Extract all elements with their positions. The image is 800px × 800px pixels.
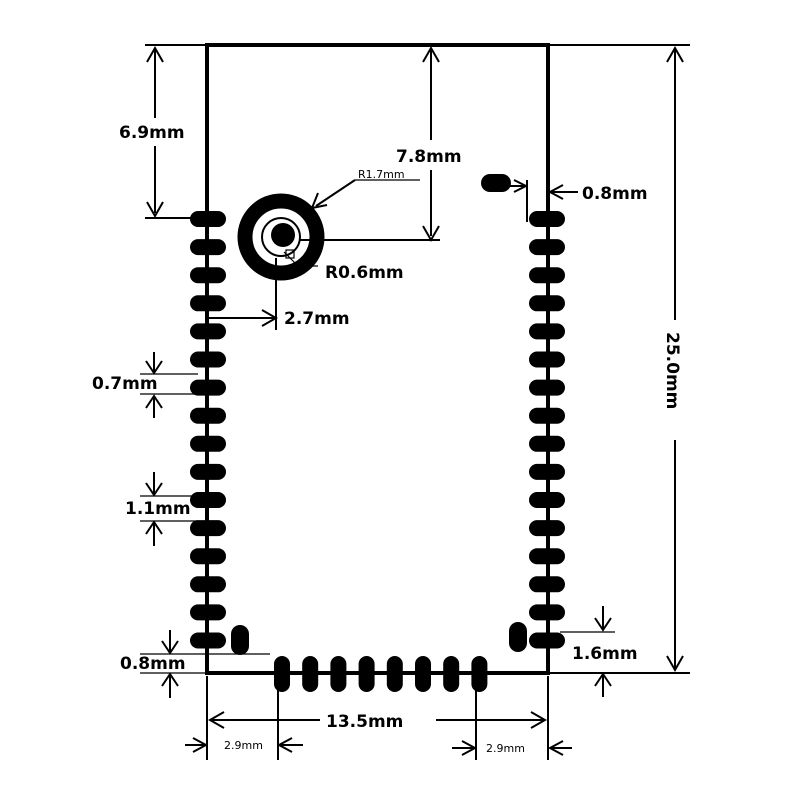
- left-pad: [190, 267, 226, 284]
- label-13-5mm: 13.5mm: [326, 712, 403, 732]
- right-pad: [529, 267, 565, 284]
- left-pad: [190, 463, 226, 480]
- left-pad: [190, 435, 226, 452]
- dim-top-to-hole-center: 7.8mm: [300, 45, 462, 243]
- right-pad: [529, 435, 565, 452]
- right-pad: [529, 492, 565, 508]
- dim-right-bottom-offset: 1.6mm: [550, 606, 638, 697]
- dim-left-to-hole-center: 2.7mm: [209, 258, 350, 330]
- left-pad: [190, 520, 226, 537]
- label-0-8mm-right: 0.8mm: [582, 184, 648, 204]
- left-pad: [190, 323, 226, 340]
- right-pad: [529, 632, 565, 649]
- label-1-6mm: 1.6mm: [572, 644, 638, 664]
- dim-pad-pitch: 1.1mm: [125, 472, 198, 546]
- right-pad: [529, 604, 565, 621]
- left-pad: [190, 548, 226, 565]
- bottom-pad: [302, 656, 319, 692]
- right-pad: [529, 379, 565, 396]
- label-25-0mm: 25.0mm: [662, 332, 682, 409]
- label-2-9mm-right: 2.9mm: [486, 742, 525, 755]
- left-pad: [190, 295, 226, 312]
- right-pad: [529, 211, 565, 227]
- dim-bottom-right-inset: 2.9mm: [452, 690, 572, 760]
- bottom-pad: [274, 656, 290, 692]
- bottom-pad: [358, 656, 375, 692]
- bottom-pad: [386, 656, 403, 692]
- left-pad: [190, 576, 226, 593]
- label-r0-6mm: R0.6mm: [325, 263, 404, 283]
- right-pad: [529, 520, 565, 537]
- left-pad: [190, 407, 226, 424]
- mounting-hole: [237, 193, 325, 281]
- dim-module-width: 13.5mm: [206, 676, 549, 760]
- bottom-pad-row: [274, 656, 488, 692]
- right-pad: [529, 351, 565, 368]
- bottom-pad: [415, 656, 431, 692]
- label-0-8mm-bottom: 0.8mm: [120, 654, 186, 674]
- dim-bottom-left-inset: 2.9mm: [185, 690, 303, 760]
- label-0-7mm: 0.7mm: [92, 374, 158, 394]
- bottom-left-corner-pad: [231, 625, 249, 655]
- label-7-8mm: 7.8mm: [396, 147, 462, 167]
- right-pad: [529, 463, 565, 480]
- label-2-9mm-left: 2.9mm: [224, 739, 263, 752]
- left-pad: [190, 604, 226, 621]
- dim-hole-inner-radius: R0.6mm: [283, 249, 404, 283]
- label-6-9mm: 6.9mm: [119, 123, 185, 143]
- dim-pad-width: 0.7mm: [92, 352, 198, 418]
- right-pad: [529, 323, 565, 340]
- label-2-7mm: 2.7mm: [284, 309, 350, 329]
- left-pad: [190, 211, 226, 227]
- left-pad-row: [190, 211, 226, 649]
- right-pad: [529, 295, 565, 312]
- label-r1-7mm: R1.7mm: [358, 168, 405, 181]
- label-1-1mm: 1.1mm: [125, 499, 191, 519]
- bottom-pad: [443, 656, 460, 692]
- bottom-right-corner-pad: [509, 622, 527, 652]
- left-pad: [190, 492, 226, 508]
- left-pad: [190, 632, 226, 649]
- dim-top-to-first-pad: 6.9mm: [119, 44, 207, 219]
- dim-right-offset: 0.8mm: [510, 179, 648, 222]
- top-right-marker-pad: [481, 174, 511, 192]
- left-pad: [190, 379, 226, 396]
- right-pad: [529, 548, 565, 565]
- right-pad: [529, 576, 565, 593]
- dim-hole-outer-radius: R1.7mm: [310, 168, 420, 210]
- dim-module-length: 25.0mm: [550, 44, 690, 674]
- module-outline: [205, 43, 550, 675]
- bottom-pad: [330, 656, 347, 692]
- left-pad: [190, 239, 226, 256]
- right-pad: [529, 407, 565, 424]
- right-pad-row: [529, 211, 565, 649]
- right-pad: [529, 239, 565, 256]
- bottom-pad: [471, 656, 488, 692]
- dim-bottom-left-offset: 0.8mm: [120, 630, 270, 698]
- left-pad: [190, 351, 226, 368]
